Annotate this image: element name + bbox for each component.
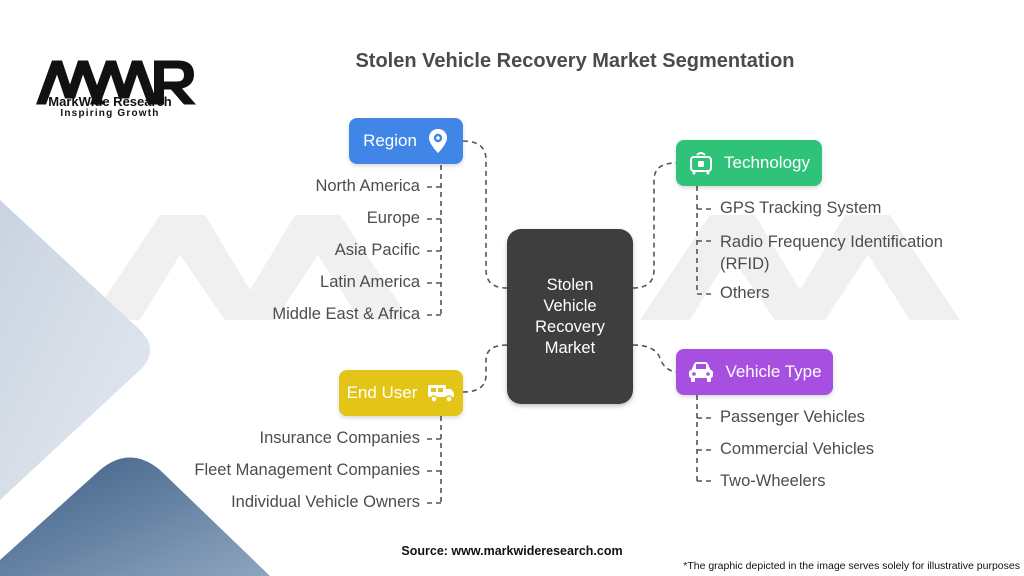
- category-technology-label: Technology: [723, 153, 810, 172]
- end-user-item: Individual Vehicle Owners: [231, 493, 420, 511]
- category-region: Region: [349, 118, 463, 164]
- category-vehicle-type: Vehicle Type: [676, 349, 833, 395]
- page-title: Stolen Vehicle Recovery Market Segmentat…: [355, 50, 795, 72]
- truck-icon: [428, 385, 455, 403]
- car-icon: [689, 362, 714, 382]
- brand-name: MarkWide Research: [48, 94, 172, 109]
- end-user-item: Insurance Companies: [259, 429, 420, 447]
- technology-item: GPS Tracking System: [720, 199, 882, 217]
- technology-item: Others: [720, 284, 770, 302]
- category-end-user-label: End User: [346, 383, 418, 402]
- region-item: Asia Pacific: [334, 241, 420, 259]
- gps-device-icon: [689, 152, 712, 175]
- region-item: Middle East & Africa: [272, 305, 420, 323]
- category-end-user: End User: [339, 370, 463, 416]
- region-item: Latin America: [320, 273, 420, 291]
- markwide-logo: [36, 60, 196, 105]
- category-technology: Technology: [676, 140, 822, 186]
- vehicle-type-item: Commercial Vehicles: [720, 440, 875, 458]
- center-node: Stolen Vehicle Recovery Market: [507, 229, 633, 404]
- technology-item: Radio Frequency Identification (RFID): [720, 233, 943, 273]
- disclaimer-note: *The graphic depicted in the image serve…: [683, 560, 1020, 572]
- end-user-item: Fleet Management Companies: [194, 461, 420, 479]
- location-pin-gear-icon: [428, 129, 447, 153]
- region-item: Europe: [366, 209, 420, 227]
- vehicle-type-item: Two-Wheelers: [720, 472, 826, 490]
- region-item: North America: [315, 177, 420, 195]
- category-vehicle-type-label: Vehicle Type: [725, 362, 822, 381]
- brand-tagline: Inspiring Growth: [60, 108, 160, 119]
- vehicle-type-item: Passenger Vehicles: [720, 408, 865, 426]
- source-note: Source: www.markwideresearch.com: [401, 544, 623, 558]
- category-region-label: Region: [363, 131, 417, 150]
- center-node-label: Stolen Vehicle Recovery Market: [535, 275, 605, 357]
